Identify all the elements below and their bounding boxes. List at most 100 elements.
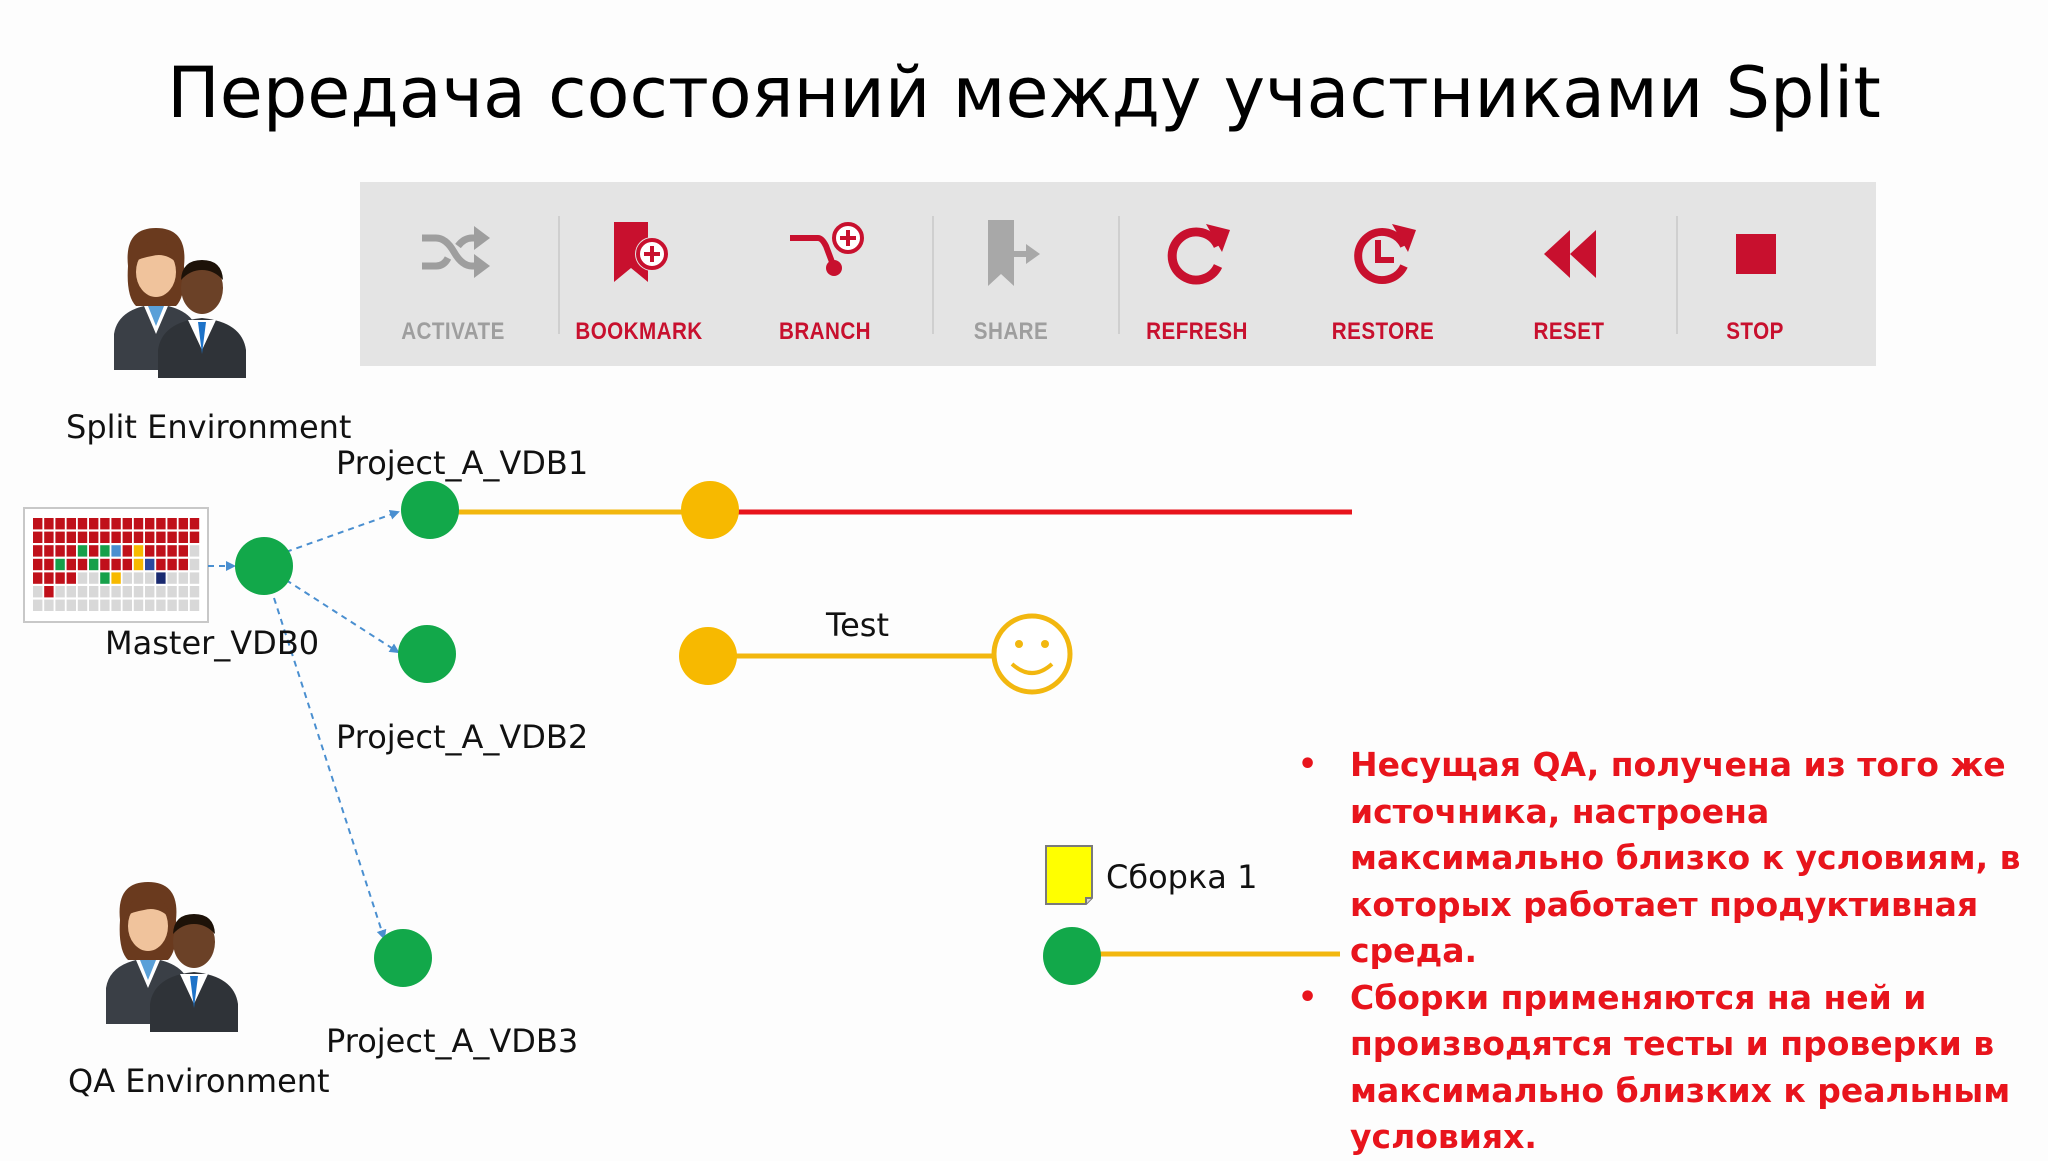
grid-cell (189, 518, 200, 530)
bookmark-node (681, 481, 739, 539)
grid-cell (44, 572, 54, 584)
bullet-text: Несущая QA, получена из того же источник… (1350, 745, 2021, 970)
grid-cell (89, 558, 99, 571)
grid-cell (122, 518, 132, 530)
share-button[interactable]: SHARE (918, 182, 1104, 366)
grid-cell (145, 558, 155, 571)
grid-cell (145, 531, 155, 543)
grid-cell (100, 599, 110, 611)
smiley-icon (991, 613, 1073, 695)
bookmark-label: BOOKMARK (575, 318, 703, 345)
grid-cell (133, 572, 144, 584)
qa-environment-label: QA Environment (68, 1062, 330, 1100)
grid-cell (111, 572, 121, 584)
grid-cell (66, 599, 76, 611)
share-label: SHARE (973, 318, 1049, 345)
grid-cell (77, 545, 88, 557)
grid-cell (167, 558, 177, 571)
grid-cell (178, 518, 188, 530)
grid-cell (55, 518, 65, 530)
refresh-button[interactable]: REFRESH (1104, 182, 1290, 366)
vdb3-label: Project_A_VDB3 (326, 1022, 579, 1060)
grid-cell (156, 586, 166, 598)
restore-label: RESTORE (1331, 318, 1435, 345)
grid-cell (133, 599, 144, 611)
toolbar-separator (1676, 216, 1678, 334)
grid-cell (77, 518, 88, 530)
grid-cell (89, 518, 99, 530)
grid-cell (156, 599, 166, 611)
grid-cell (33, 531, 43, 543)
grid-cell (122, 545, 132, 557)
grid-cell (100, 518, 110, 530)
grid-cell (156, 518, 166, 530)
branch-button[interactable]: BRANCH (732, 182, 918, 366)
toolbar-separator (558, 216, 560, 334)
grid-cell (133, 586, 144, 598)
grid-cell (122, 558, 132, 571)
users-icon (114, 228, 246, 378)
grid-cell (122, 531, 132, 543)
reset-label: RESET (1533, 318, 1605, 345)
rewind-icon (1544, 230, 1596, 278)
master-node (235, 537, 293, 595)
dashed-arrow (285, 509, 400, 553)
grid-cell (189, 531, 200, 543)
stop-button[interactable]: STOP (1662, 182, 1848, 366)
grid-cell (44, 586, 54, 598)
bookmark-plus-icon (614, 222, 669, 282)
branch-label: BRANCH (778, 318, 872, 345)
grid-cell (133, 558, 144, 571)
users-icon (106, 882, 238, 1032)
grid-cell (111, 531, 121, 543)
grid-cell (33, 599, 43, 611)
grid-cell (100, 572, 110, 584)
activate-button[interactable]: ACTIVATE (360, 182, 546, 366)
vdb1-label: Project_A_VDB1 (336, 444, 589, 482)
grid-cell (156, 558, 166, 571)
stop-label: STOP (1726, 318, 1784, 345)
grid-cell (100, 531, 110, 543)
grid-cell (189, 572, 200, 584)
grid-cell (89, 586, 99, 598)
master-label: Master_VDB0 (105, 624, 320, 662)
grid-cell (55, 586, 65, 598)
grid-cell (44, 599, 54, 611)
grid-cell (145, 586, 155, 598)
grid-cell (55, 599, 65, 611)
grid-cell (111, 586, 121, 598)
dashed-arrow (273, 597, 387, 940)
grid-cell (44, 531, 54, 543)
share-icon (988, 220, 1040, 286)
grid-cell (111, 545, 121, 557)
grid-cell (145, 518, 155, 530)
toolbar-separator (1118, 216, 1120, 334)
grid-cell (89, 531, 99, 543)
grid-cell (167, 586, 177, 598)
restore-button[interactable]: RESTORE (1290, 182, 1476, 366)
grid-cell (111, 518, 121, 530)
grid-cell (178, 558, 188, 571)
grid-cell (189, 586, 200, 598)
grid-cell (122, 572, 132, 584)
grid-cell (33, 586, 43, 598)
grid-cell (156, 572, 166, 584)
grid-cell (122, 599, 132, 611)
grid-cell (133, 518, 144, 530)
grid-cell (167, 531, 177, 543)
restore-clock-icon (1354, 224, 1416, 284)
grid-cell (33, 518, 43, 530)
grid-cell (178, 599, 188, 611)
sticky-note-icon (1045, 845, 1093, 905)
reset-button[interactable]: RESET (1476, 182, 1662, 366)
grid-cell (55, 531, 65, 543)
grid-cell (89, 572, 99, 584)
grid-cell (156, 531, 166, 543)
bookmark-button[interactable]: BOOKMARK (546, 182, 732, 366)
vdb3-node (374, 929, 432, 987)
build-node (1043, 927, 1101, 985)
refresh-label: REFRESH (1146, 318, 1248, 345)
grid-cell (77, 599, 88, 611)
branch-plus-icon (790, 222, 864, 276)
